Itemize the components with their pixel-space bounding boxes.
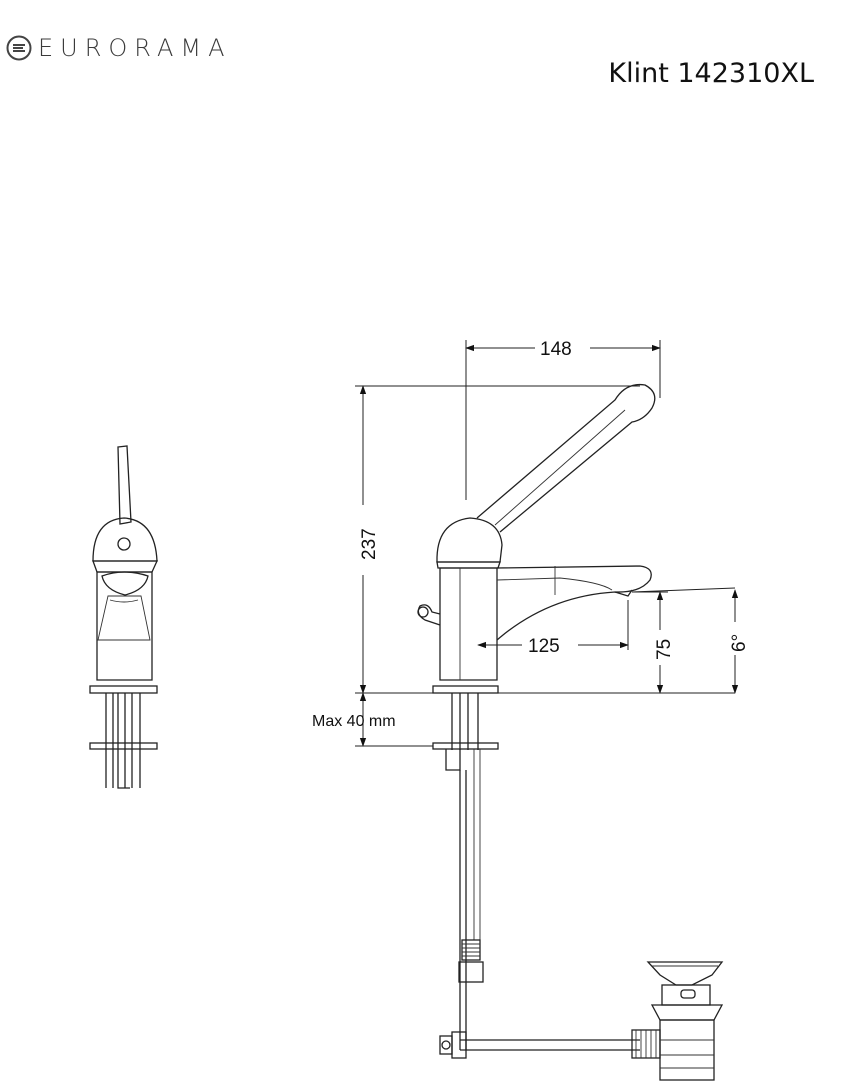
- dim-spout-height: 75: [654, 639, 675, 660]
- side-view: [417, 383, 724, 1081]
- dim-spout-angle: 6°: [729, 634, 750, 652]
- dim-total-height: 237: [359, 528, 380, 560]
- dim-max-deck: Max 40 mm: [312, 713, 396, 730]
- eurorama-logo-icon: [6, 35, 32, 61]
- model-title: Klint 142310XL: [608, 58, 814, 89]
- front-view: [89, 445, 159, 789]
- dimensions: 148 237 125 75 6° Max 40 mm: [312, 339, 750, 747]
- brand-name: EURORAMA: [38, 34, 232, 62]
- dim-spout-reach: 125: [528, 636, 560, 657]
- brand-logo: EURORAMA: [6, 34, 232, 62]
- dim-top-reach: 148: [540, 339, 572, 360]
